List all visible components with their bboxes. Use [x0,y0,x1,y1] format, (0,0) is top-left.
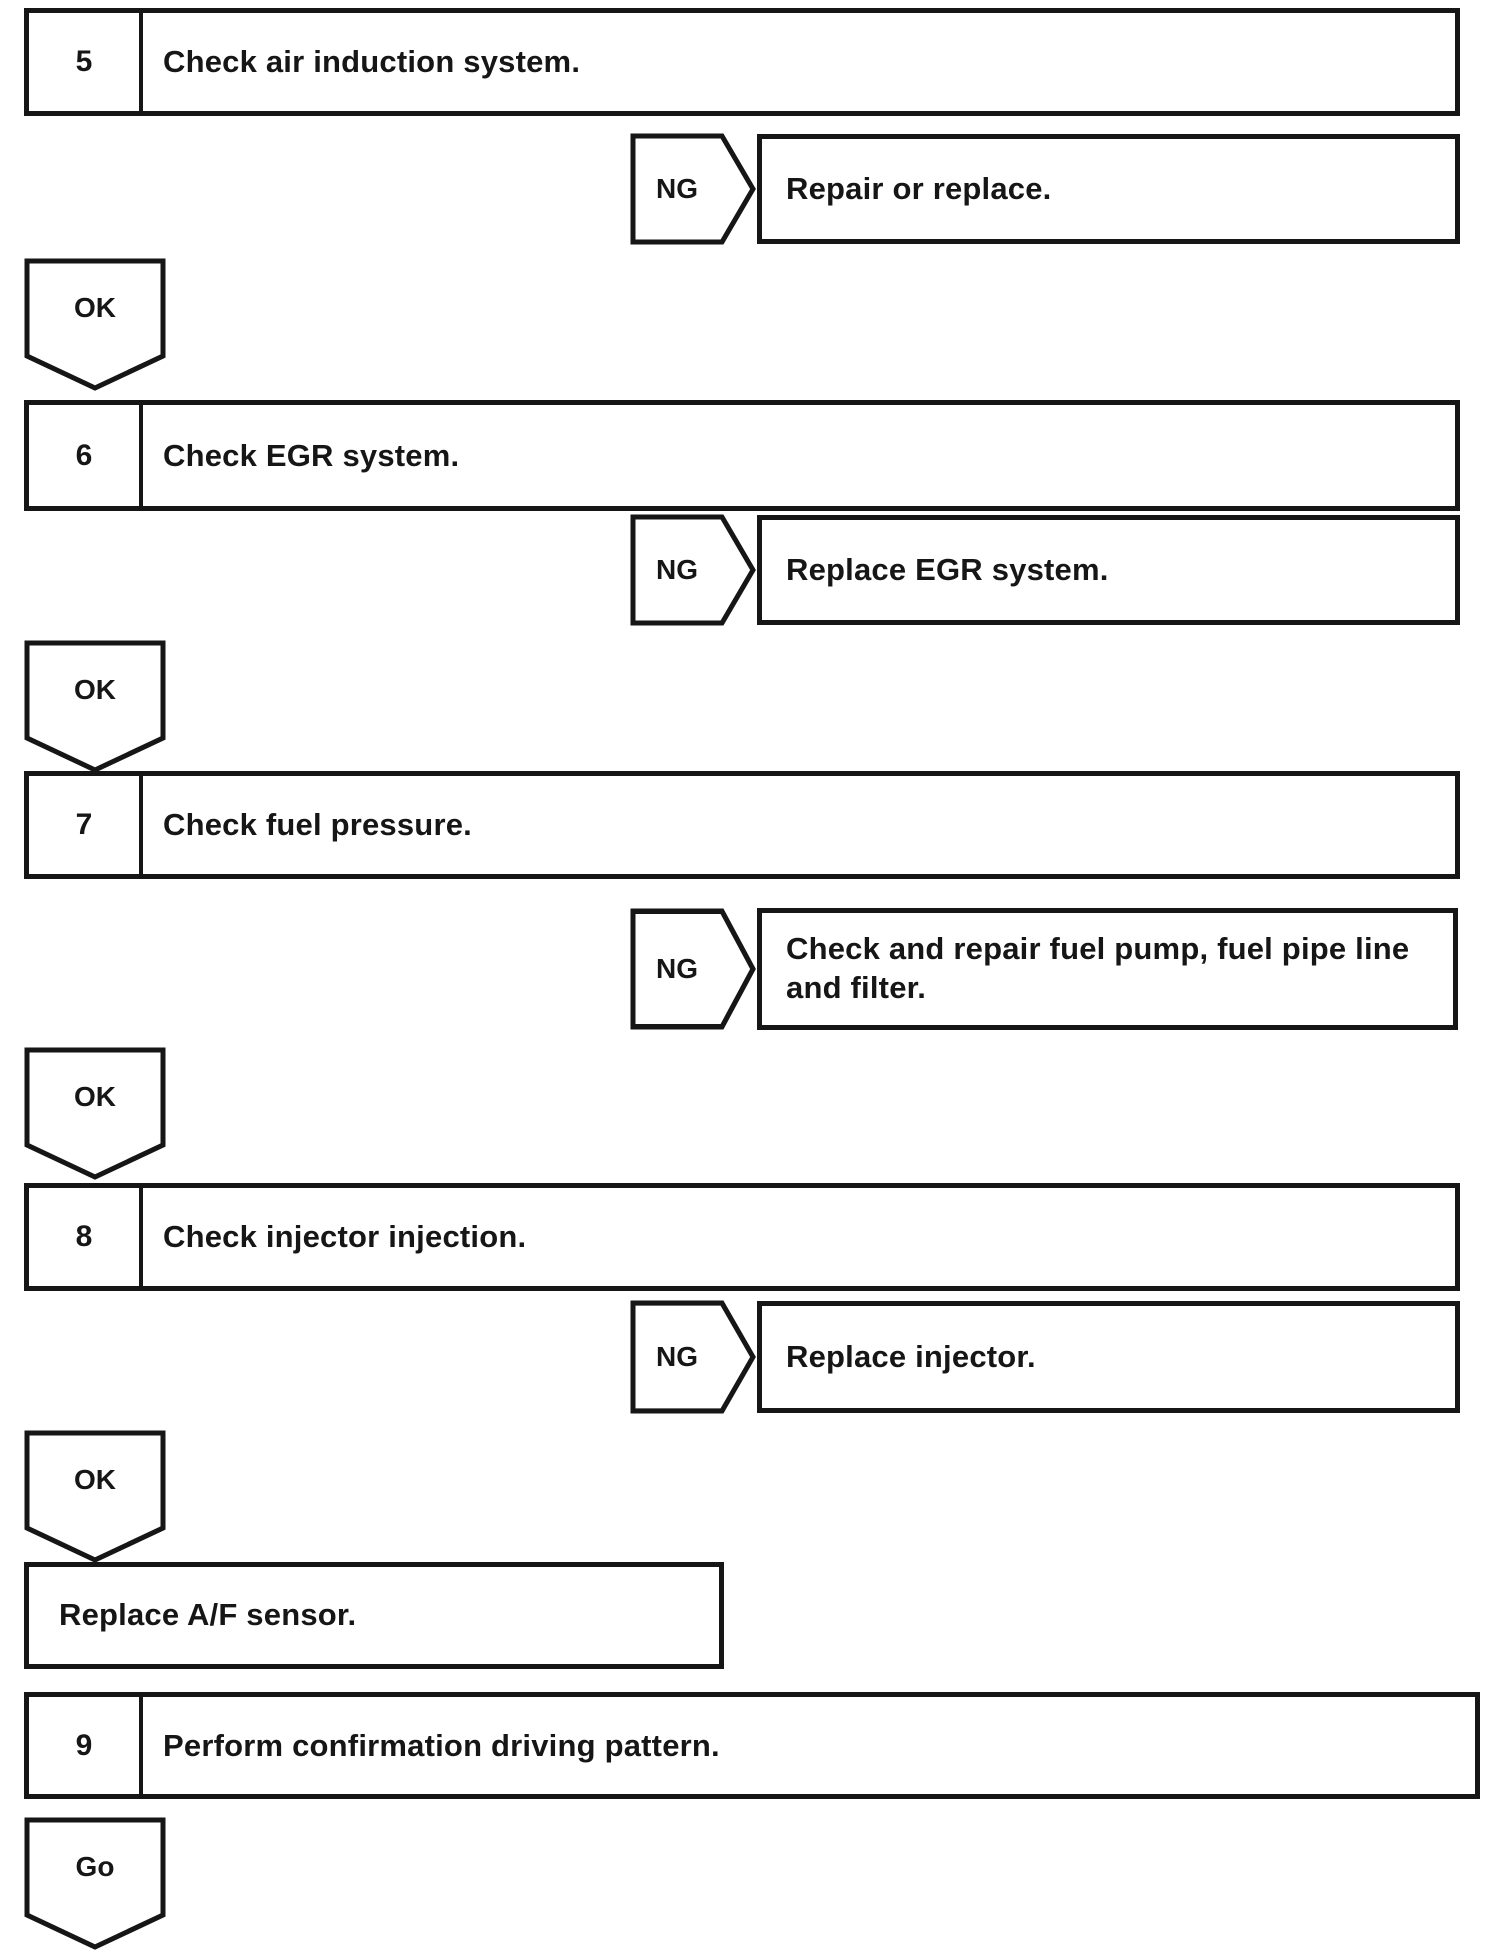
step-6-ng-pentagon: NG [630,514,756,626]
step-7-ok-pentagon: OK [24,1047,166,1181]
step-8-ng-result-box: Replace injector. [757,1301,1460,1413]
step-7-ng-result-box: Check and repair fuel pump, fuel pipe li… [757,908,1458,1030]
step-8-ok-pentagon: OK [24,1430,166,1564]
step-5-number: 5 [29,13,143,111]
ok-pentagon-icon [24,258,166,391]
step-6-box: 6 Check EGR system. [24,400,1460,511]
step-5-box: 5 Check air induction system. [24,8,1460,116]
step-7-number: 7 [29,776,143,874]
go-pentagon: Go [24,1817,166,1951]
step-6-ok-label: OK [74,674,116,705]
step-6-ok-pentagon: OK [24,640,166,774]
ok-pentagon-icon [24,640,166,773]
ng-arrow-icon [630,514,756,626]
ng-arrow-icon [630,133,756,245]
step-9-instruction: Perform confirmation driving pattern. [163,1727,720,1763]
step-9-number: 9 [29,1697,143,1794]
step-5-ok-pentagon: OK [24,258,166,392]
step-5-ok-label: OK [74,292,116,323]
step-9-box: 9 Perform confirmation driving pattern. [24,1692,1480,1799]
step-8-ng-label: NG [656,1341,698,1372]
step-5-ng-result-box: Repair or replace. [757,134,1460,244]
step-8-ng-pentagon: NG [630,1300,756,1414]
go-label: Go [75,1851,115,1882]
ng-arrow-icon [630,1300,756,1414]
step-7-ng-label: NG [656,953,698,984]
step-5-ng-label: NG [656,173,698,204]
step-7-box: 7 Check fuel pressure. [24,771,1460,879]
step-5-instruction: Check air induction system. [163,44,581,79]
go-pentagon-icon [24,1817,166,1950]
step-6-ng-label: NG [656,554,698,585]
replace-af-sensor-box: Replace A/F sensor. [24,1562,724,1669]
step-7-ok-label: OK [74,1081,116,1112]
step-7-ng-pentagon: NG [630,908,756,1030]
step-6-ng-result-box: Replace EGR system. [757,515,1460,625]
step-7-instruction: Check fuel pressure. [163,807,472,842]
step-5-ng-pentagon: NG [630,133,756,245]
step-8-box: 8 Check injector injection. [24,1183,1460,1291]
step-6-number: 6 [29,405,143,506]
step-8-instruction: Check injector injection. [163,1219,527,1254]
ng-arrow-icon [630,908,756,1030]
ok-pentagon-icon [24,1430,166,1563]
step-6-instruction: Check EGR system. [163,437,460,473]
step-8-ok-label: OK [74,1464,116,1495]
step-8-number: 8 [29,1188,143,1286]
ok-pentagon-icon [24,1047,166,1180]
